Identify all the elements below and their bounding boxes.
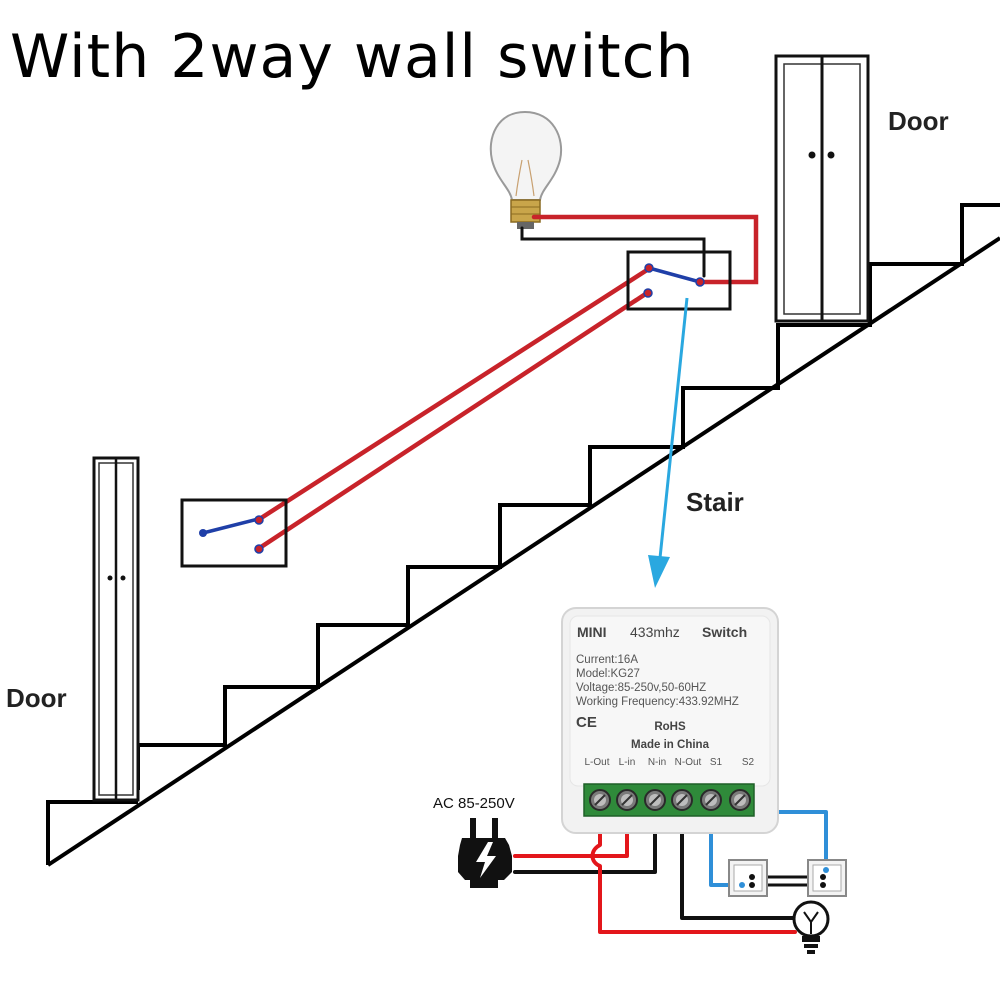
module-frequency: 433mhz bbox=[630, 624, 680, 640]
plug-icon bbox=[458, 818, 512, 888]
stair-step bbox=[223, 670, 320, 730]
stair-wiring bbox=[255, 214, 759, 552]
module-current: Current:16A bbox=[576, 654, 639, 666]
stair-step bbox=[46, 800, 138, 865]
module-working-frequency: Working Frequency:433.92MHZ bbox=[576, 696, 739, 708]
module-voltage: Voltage:85-250v,50-60HZ bbox=[576, 682, 707, 694]
stair-step bbox=[776, 312, 872, 372]
terminal-label: S2 bbox=[741, 757, 755, 768]
rohs-mark: RoHS bbox=[654, 721, 686, 733]
pointer-arrow bbox=[648, 297, 689, 588]
terminal-screw bbox=[729, 789, 751, 811]
terminal-screw bbox=[644, 789, 666, 811]
terminal-label: L-Out bbox=[584, 757, 610, 768]
terminal-label: L-in bbox=[618, 757, 636, 768]
ceiling-bulb-icon bbox=[489, 110, 563, 229]
terminal-screw bbox=[589, 789, 611, 811]
traveller-wire-1 bbox=[255, 267, 650, 523]
ce-mark: CE bbox=[576, 714, 597, 731]
diagram-title: With 2way wall switch bbox=[10, 22, 695, 92]
ac-voltage-label: AC 85-250V bbox=[433, 795, 515, 812]
traveller-wire-2 bbox=[255, 290, 650, 552]
module-name: MINI bbox=[577, 624, 607, 640]
lamp-icon bbox=[792, 900, 830, 954]
stair-step bbox=[681, 372, 780, 432]
stair-step bbox=[316, 612, 410, 670]
terminal-label: S1 bbox=[709, 757, 723, 768]
stair-step bbox=[868, 252, 964, 312]
switch-s1-icon bbox=[728, 859, 768, 897]
terminal-block bbox=[583, 783, 755, 817]
stair-step bbox=[588, 432, 685, 492]
terminal-screw bbox=[700, 789, 722, 811]
two-way-switch-top bbox=[626, 250, 732, 311]
door-top-label: Door bbox=[888, 106, 949, 136]
door-left-label: Door bbox=[6, 683, 67, 713]
stair-step bbox=[136, 730, 227, 790]
terminal-screw bbox=[671, 789, 693, 811]
stair-stringer bbox=[46, 236, 1000, 867]
terminal-screws bbox=[589, 789, 751, 811]
module-model: Model:KG27 bbox=[576, 668, 640, 680]
door-top bbox=[774, 54, 870, 323]
door-left bbox=[92, 456, 140, 802]
two-way-switch-bottom bbox=[180, 498, 288, 568]
terminal-label: N-Out bbox=[674, 757, 702, 768]
stair-step bbox=[498, 492, 592, 553]
stair-step bbox=[960, 203, 1000, 252]
made-in-label: Made in China bbox=[631, 739, 709, 751]
module-label: MINI 433mhz Switch Current:16A Model:KG2… bbox=[562, 608, 778, 778]
neutral-wire bbox=[520, 226, 706, 278]
stair-label: Stair bbox=[686, 487, 744, 517]
stair-step bbox=[406, 553, 502, 612]
switch-s2-icon bbox=[807, 859, 847, 897]
mini-switch-module bbox=[561, 607, 779, 834]
terminal-label: N-in bbox=[647, 757, 667, 768]
module-type: Switch bbox=[702, 624, 748, 640]
terminal-screw bbox=[616, 789, 638, 811]
